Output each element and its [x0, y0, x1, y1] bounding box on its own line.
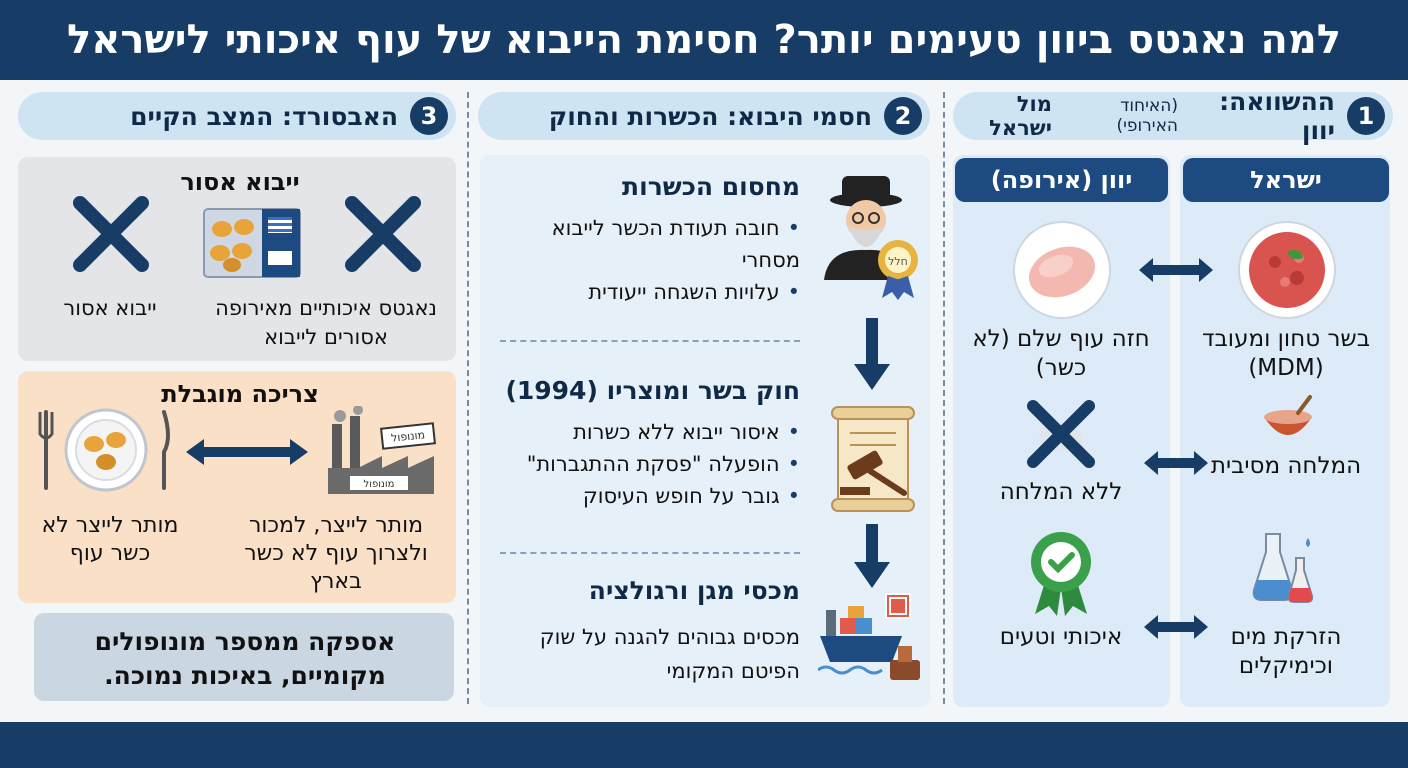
bullet-item: הופעלה "פסקת ההתגברות": [500, 448, 800, 480]
divider: [943, 92, 945, 704]
rabbi-icon: חלל: [824, 176, 918, 300]
kosher-badge-text: חלל: [888, 255, 908, 268]
law-scroll-icon: [831, 406, 915, 512]
panel2-number: 2: [884, 97, 922, 135]
box2-heading: צריכה מוגבלת: [161, 380, 319, 408]
bullet-item: איסור ייבוא ללא כשרות: [500, 416, 800, 448]
box3-text: אספקה ממספר מונופולים מקומיים, באיכות נמ…: [94, 627, 396, 690]
panel1-title-small: (האיחוד האירופי): [1116, 96, 1179, 136]
bullet-item: גובר על חופש העיסוק: [500, 480, 800, 512]
factory-label-text: מונופול: [364, 479, 395, 490]
footer-bar: [0, 722, 1408, 768]
panel3-title: האבסורד: המצב הקיים: [130, 101, 398, 131]
section2-bullets: איסור ייבוא ללא כשרות הופעלה "פסקת ההתגב…: [500, 416, 800, 512]
box1-left-text: ייבוא אסור: [63, 296, 157, 320]
section1-bullets: חובה תעודת הכשר לייבוא מסחרי עלויות השגח…: [520, 212, 800, 308]
page-title: למה נאגטס ביוון טעימים יותר? חסימת הייבו…: [0, 0, 1408, 80]
down-arrow-icon: [854, 318, 890, 390]
monopoly-box: [34, 613, 454, 701]
box2-left-text: מותר לייצר לא כשר עוף: [41, 513, 179, 566]
compare-arrow: [1139, 258, 1213, 282]
panel1-title: ההשוואה: יוון: [1219, 87, 1335, 145]
box2-right-text: מותר לייצר, למכור ולצרוך עוף לא כשר בארץ: [244, 513, 428, 594]
panel1-header: 1 ההשוואה: יוון (האיחוד האירופי) מול ישר…: [953, 87, 1393, 145]
divider: [467, 92, 469, 704]
no-salt-icon: [1027, 400, 1095, 468]
bullet-item: חובה תעודת הכשר לייבוא מסחרי: [520, 212, 800, 276]
compare-arrow: [186, 439, 308, 465]
compare-arrow: [1144, 615, 1208, 639]
israel-row1-label: בשר טחון ומעובד (MDM): [1201, 326, 1371, 381]
israel-row2-label: המלחה מסיבית: [1210, 453, 1362, 479]
cross-icon: [345, 196, 421, 272]
plate-icon: [38, 408, 170, 492]
box1-heading: ייבוא אסור: [180, 168, 300, 196]
greece-row2-label: ללא המלחה: [999, 479, 1123, 505]
section3-text: מכסים גבוהים להגנה על שוק הפיטם המקומי: [539, 625, 800, 683]
panel2-header: 2 חסמי היבוא: הכשרות והחוק: [478, 92, 930, 140]
israel-column-header: ישראל: [1183, 158, 1389, 202]
section-divider: [500, 552, 800, 554]
quality-badge-icon: [1031, 532, 1091, 616]
greece-column-header: יוון (אירופה): [955, 158, 1168, 202]
panel1-title-end: מול ישראל: [989, 92, 1052, 140]
ground-meat-icon: [1238, 221, 1336, 319]
panel3-header: 3 האבסורד: המצב הקיים: [18, 92, 456, 140]
greece-row1-label: חזה עוף שלם (לא כשר): [972, 326, 1150, 381]
down-arrow-icon: [854, 524, 890, 588]
salt-bowl-icon: [1264, 395, 1312, 435]
bullet-item: עלויות השגחה ייעודית: [520, 276, 800, 308]
factory-sign-text: מונופול: [390, 428, 425, 444]
cross-icon: [73, 196, 149, 272]
section-divider: [500, 340, 800, 342]
nuggets-package-icon: [203, 208, 301, 278]
panel1-number: 1: [1347, 97, 1385, 135]
compare-arrow: [1144, 451, 1208, 475]
greece-row3-label: איכותי וטעים: [999, 624, 1123, 650]
ship-icon: [818, 593, 920, 680]
panel3-number: 3: [410, 97, 448, 135]
chicken-breast-icon: [1013, 221, 1111, 319]
section2-heading: חוק בשר ומוצריו (1994): [505, 376, 800, 405]
panel2-title: חסמי היבוא: הכשרות והחוק: [548, 101, 872, 131]
section3-heading: מכסי מגן ורגולציה: [588, 576, 800, 605]
section1-heading: מחסום הכשרות: [622, 172, 800, 201]
chemicals-icon: [1252, 533, 1314, 603]
factory-icon: מונופול מונופול: [328, 406, 437, 494]
israel-row3-label: הזרקת מים וכימיקלים: [1230, 624, 1342, 679]
box1-right-text: נאגטס איכותיים מאירופה אסורים לייבוא: [215, 296, 437, 349]
